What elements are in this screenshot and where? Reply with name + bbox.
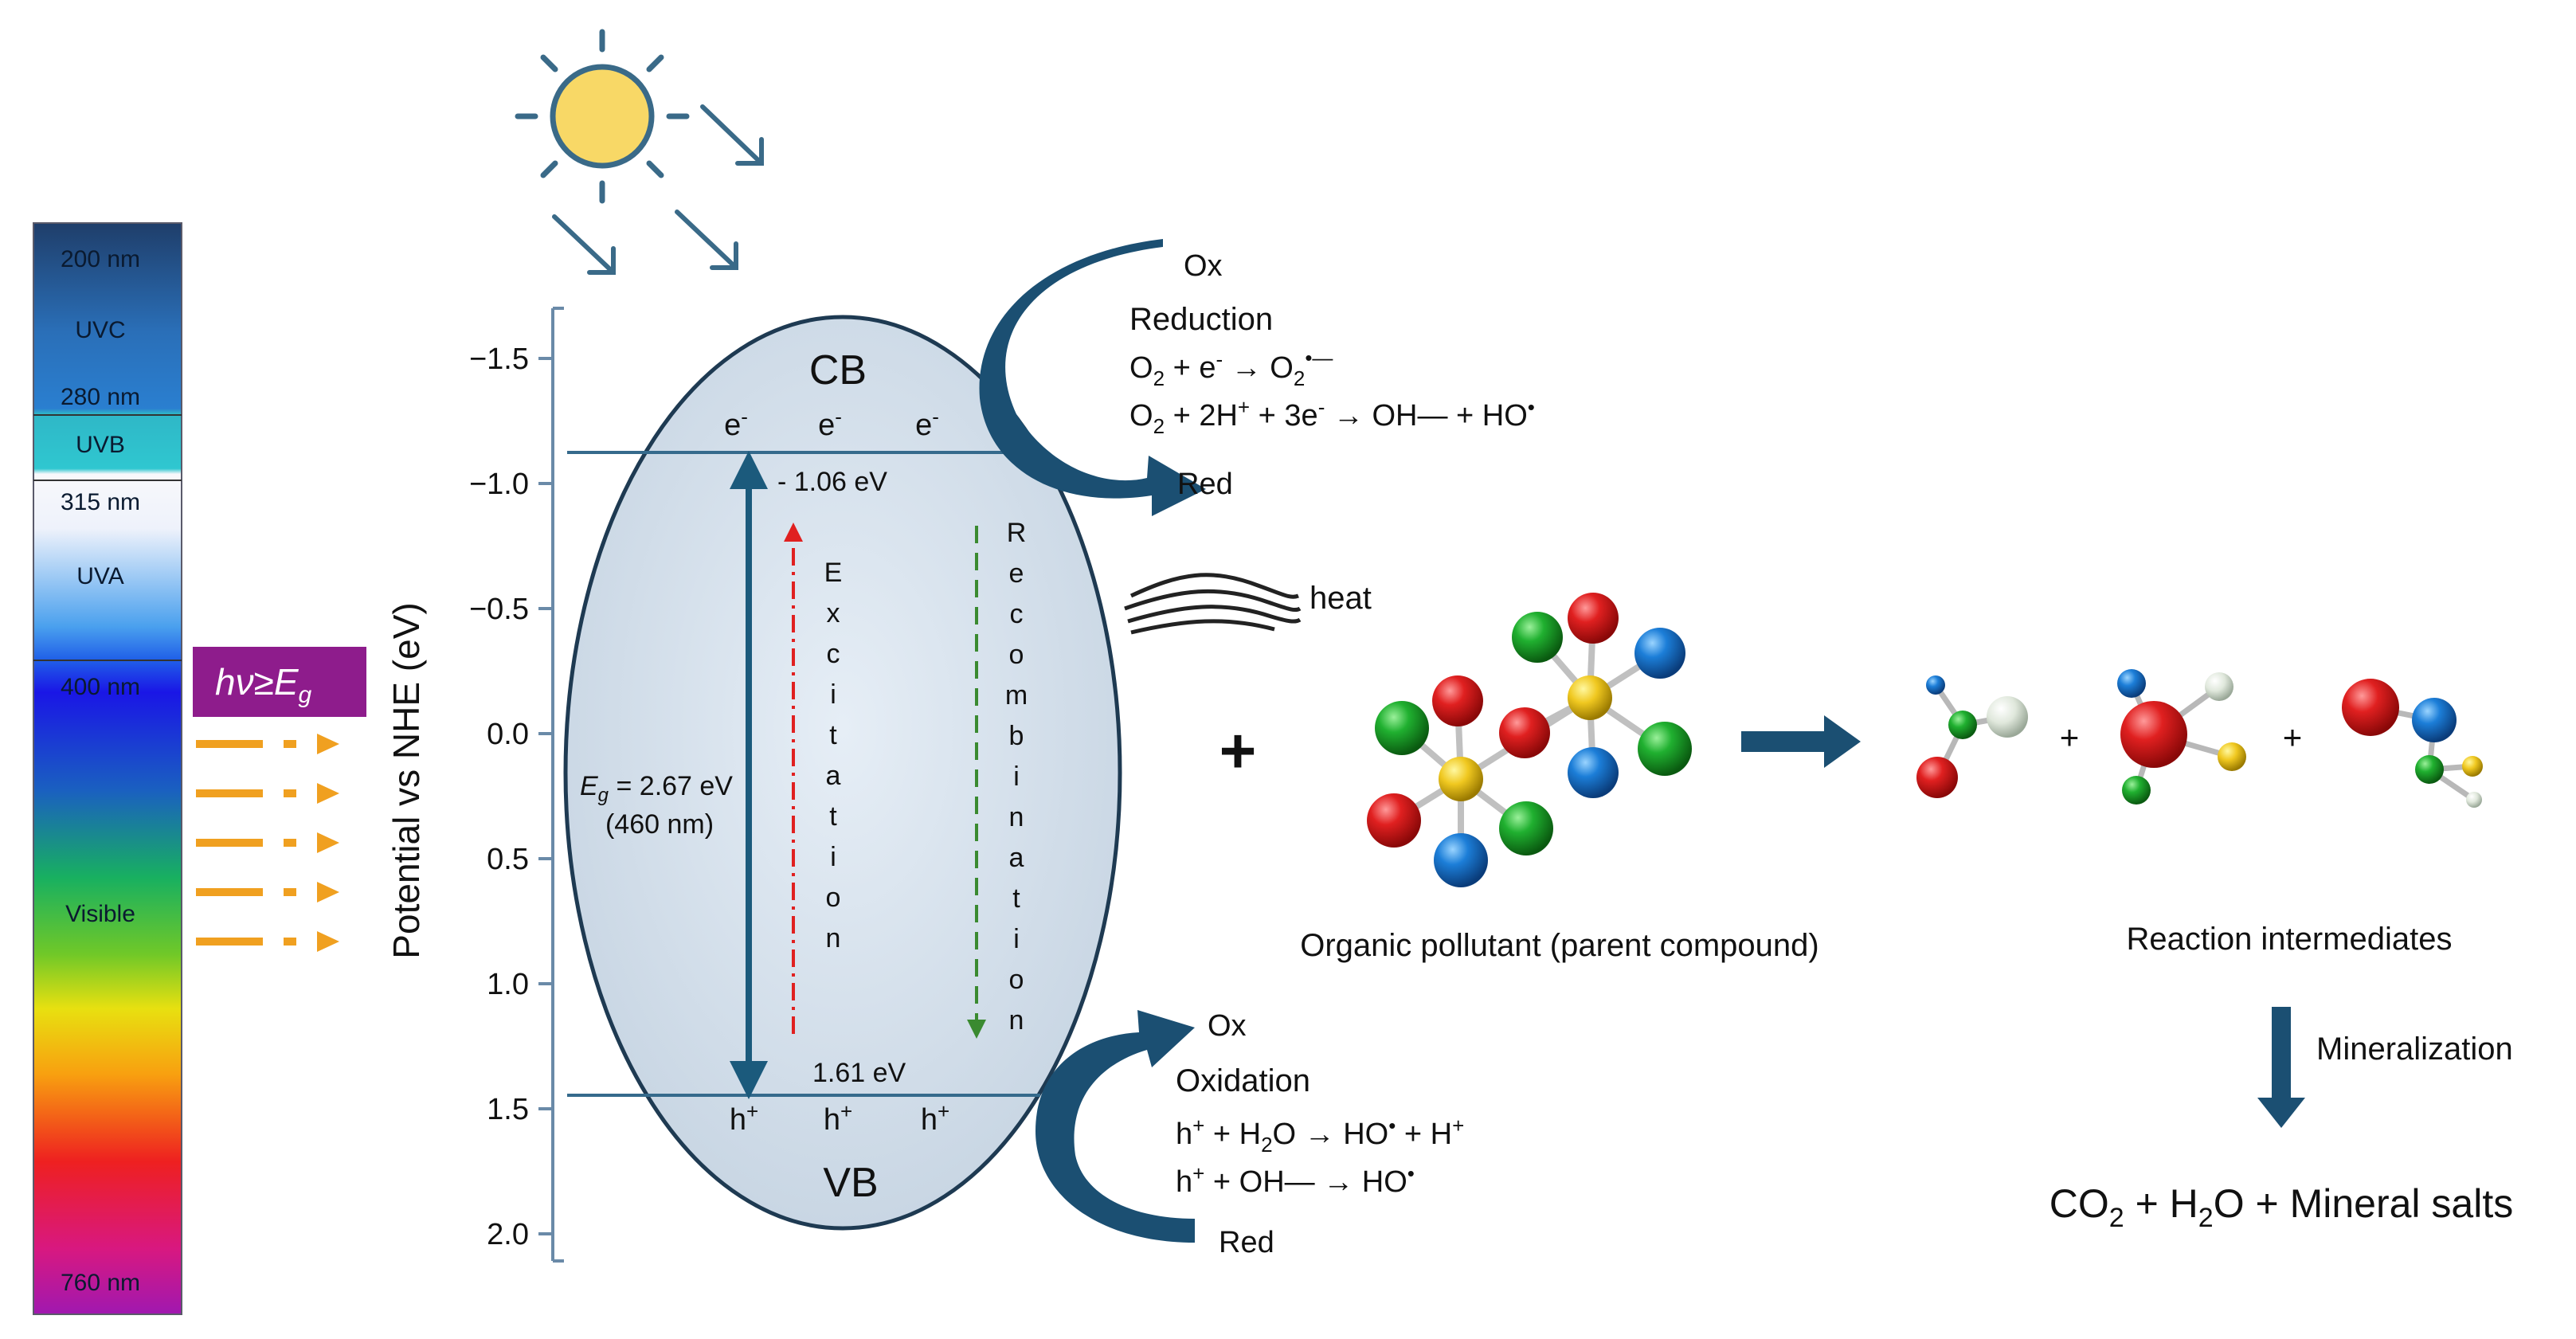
pollutant-label: Organic pollutant (parent compound) <box>1300 928 1818 963</box>
vb-energy: 1.61 eV <box>812 1058 906 1088</box>
spectrum-bar: 200 nm UVC 280 nm UVB 315 nm UVA 400 nm … <box>33 222 182 1315</box>
axis-tick-label: 0.0 <box>487 718 529 751</box>
spectrum-760nm: 760 nm <box>61 1270 140 1296</box>
spectrum-uva: UVA <box>76 563 123 589</box>
oxidation-eq2: h+ + OH— → HO• <box>1176 1161 1415 1199</box>
spectrum-200nm: 200 nm <box>61 246 140 272</box>
photon-arrow <box>196 832 339 853</box>
reduction-eq1: O2 + e- → O2•— <box>1129 346 1333 390</box>
intermediate-molecule-3 <box>2342 679 2483 808</box>
mineralization-label: Mineralization <box>2316 1032 2513 1067</box>
axis-tick-label: 0.5 <box>487 843 529 876</box>
potential-axis: Potential vs NHE (eV) −1.5 −1.0 −0.5 0.0 0.5… <box>386 307 564 1263</box>
plus-sign: + <box>1219 715 1257 786</box>
electron: e- <box>724 405 748 442</box>
transform-arrow <box>1741 715 1861 768</box>
mineralization-arrow <box>2257 1007 2305 1128</box>
spectrum-280nm: 280 nm <box>61 384 140 410</box>
electron: e- <box>915 405 939 442</box>
bandgap-value: Eg = 2.67 eV <box>580 771 733 806</box>
semiconductor-oval <box>563 315 1122 1231</box>
photon-ge: ≥ <box>254 661 274 703</box>
reduction-title: Reduction <box>1129 302 1273 337</box>
sunlight-arrows <box>552 104 764 275</box>
axis-tick-label: 1.0 <box>487 968 529 1001</box>
electron: e- <box>818 405 842 442</box>
reduction-ox: Ox <box>1184 249 1223 283</box>
reduction-red: Red <box>1177 468 1233 501</box>
photon-arrow <box>196 882 339 902</box>
intermediate-molecule-1 <box>1916 675 2028 798</box>
cb-energy: - 1.06 eV <box>777 467 887 497</box>
hole: h+ <box>730 1099 758 1137</box>
spectrum-400nm: 400 nm <box>61 674 140 700</box>
intermediate-plus-1: + <box>2060 718 2080 756</box>
cb-label: CB <box>809 347 867 393</box>
heat-waves-icon <box>1124 573 1302 635</box>
photon-eg: E <box>274 661 299 703</box>
hole: h+ <box>921 1099 949 1137</box>
photon-arrow <box>196 734 339 754</box>
oxidation-eq1: h+ + H2O → HO• + H+ <box>1176 1114 1464 1157</box>
sun-icon <box>515 29 764 275</box>
oxidation-curved-arrow <box>1035 1010 1195 1243</box>
axis-tick-label: −0.5 <box>469 593 529 626</box>
reduction-curved-arrow <box>979 239 1206 516</box>
oxidation-red: Red <box>1219 1226 1274 1259</box>
intermediates-label: Reaction intermediates <box>2126 922 2452 957</box>
final-products: CO2 + H2O + Mineral salts <box>2049 1181 2513 1233</box>
spectrum-gradient <box>33 222 182 1315</box>
axis-tick-label: −1.5 <box>469 343 529 376</box>
oxidation-ox: Ox <box>1208 1009 1247 1043</box>
spectrum-visible: Visible <box>65 901 135 927</box>
intermediate-plus-2: + <box>2283 718 2303 756</box>
photon-energy-badge: hν≥Eg <box>193 647 366 717</box>
spectrum-315nm: 315 nm <box>61 489 140 515</box>
oxidation-title: Oxidation <box>1176 1063 1310 1098</box>
semiconductor-particle: CB VB e- e- e- h+ h+ h+ - 1.06 eV 1.61 e… <box>563 315 1122 1231</box>
axis-tick-label: 1.5 <box>487 1093 529 1126</box>
photon-arrows <box>196 734 339 952</box>
intermediate-molecule-2 <box>2117 669 2246 805</box>
axis-label: Potential vs NHE (eV) <box>386 602 427 958</box>
heat-label: heat <box>1310 581 1372 616</box>
hole: h+ <box>824 1099 852 1137</box>
spectrum-uvb: UVB <box>76 432 125 458</box>
bandgap-nm: (460 nm) <box>605 809 714 840</box>
photon-eg-sub: g <box>299 682 312 708</box>
spectrum-uvc: UVC <box>75 317 125 343</box>
photon-arrow <box>196 783 339 804</box>
axis-tick-label: 2.0 <box>487 1218 529 1251</box>
svg-text:hν≥Eg: hν≥Eg <box>215 661 312 708</box>
pollutant-molecule <box>1367 593 1692 887</box>
photon-arrow <box>196 931 339 952</box>
axis-tick-label: −1.0 <box>469 468 529 501</box>
reduction-eq2: O2 + 2H+ + 3e- → OH— + HO• <box>1129 395 1535 438</box>
vb-label: VB <box>823 1160 878 1206</box>
photon-hv: hν <box>215 661 254 703</box>
